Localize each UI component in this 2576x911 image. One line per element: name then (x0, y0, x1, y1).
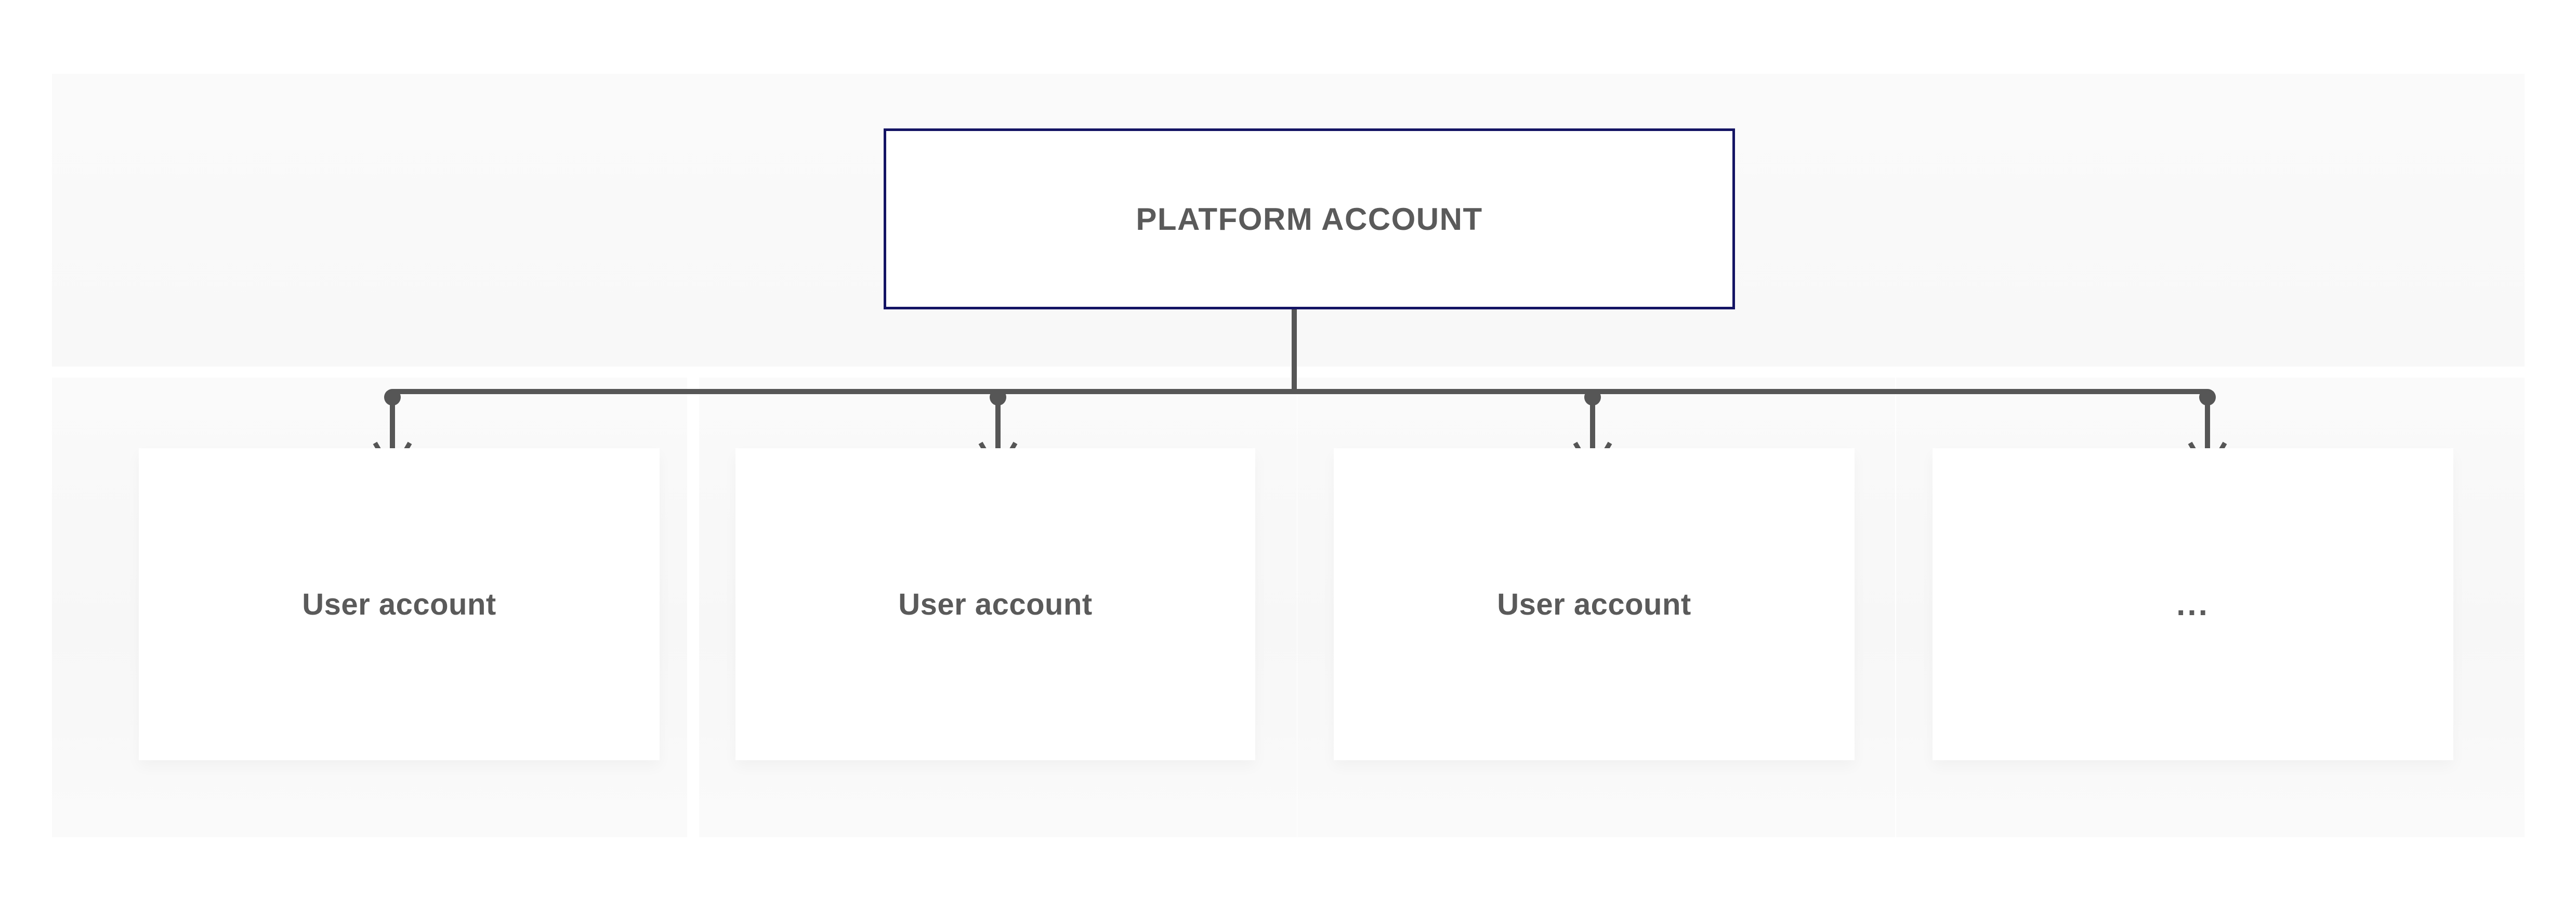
branch-drop-line (1590, 395, 1595, 457)
connector-root-stem (1292, 309, 1297, 393)
branch-drop-line (2205, 395, 2210, 457)
node-platform-account-label: PLATFORM ACCOUNT (1136, 201, 1483, 237)
node-user-account-2-label: User account (898, 587, 1093, 621)
connector-horizontal-bus (392, 389, 2207, 394)
branch-drop-line (995, 395, 1001, 457)
node-user-account-1-label: User account (302, 587, 496, 621)
connector-branch-3 (1581, 389, 1604, 464)
connector-branch-2 (987, 389, 1009, 464)
node-user-account-2[interactable]: User account (735, 448, 1255, 760)
node-more-accounts-label: ... (2176, 586, 2210, 622)
node-more-accounts[interactable]: ... (1933, 448, 2453, 760)
node-user-account-1[interactable]: User account (139, 448, 660, 760)
node-user-account-3[interactable]: User account (1334, 448, 1855, 760)
node-platform-account[interactable]: PLATFORM ACCOUNT (884, 128, 1735, 309)
node-user-account-3-label: User account (1497, 587, 1691, 621)
branch-drop-line (390, 395, 395, 457)
connector-branch-1 (381, 389, 404, 464)
connector-branch-4 (2196, 389, 2219, 464)
